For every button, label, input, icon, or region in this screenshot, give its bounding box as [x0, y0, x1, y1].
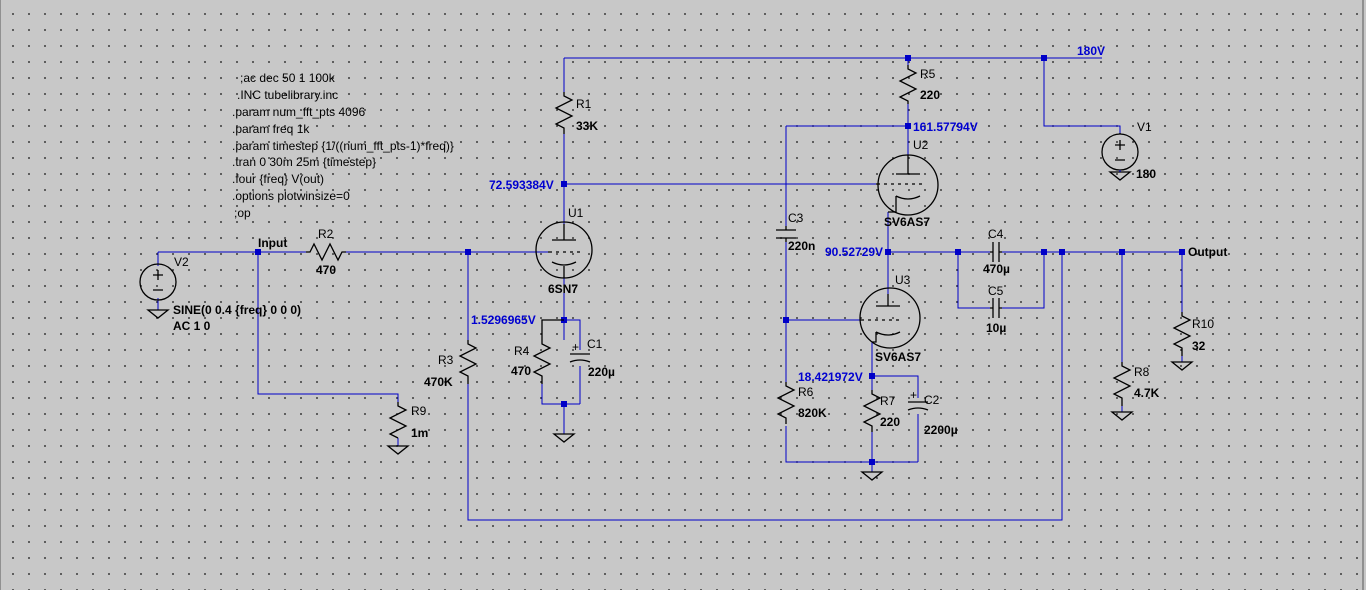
- directive-line: .INC tubelibrary.inc: [237, 88, 338, 102]
- component-value: 220n: [788, 239, 815, 253]
- resistor-r9[interactable]: [388, 402, 408, 439]
- wires: [157, 57, 1183, 521]
- component-value: 10µ: [986, 321, 1006, 335]
- component-name: C3: [788, 211, 804, 225]
- directive-line: .param timestep {1/((num_fft_pts-1)*freq…: [232, 139, 454, 153]
- resistor-r4[interactable]: [532, 319, 564, 384]
- spice-directives[interactable]: ;ac dec 50 1 100k .INC tubelibrary.inc .…: [232, 71, 454, 220]
- directive-line: .tran 0 30m 25m {timestep}: [232, 155, 376, 169]
- node-voltage-mid: 90.52729V: [825, 245, 883, 259]
- resistor-r10[interactable]: [1172, 312, 1192, 356]
- directive-line: .param freq 1k: [232, 122, 310, 136]
- tube-u2[interactable]: [876, 154, 939, 216]
- component-name: U1: [568, 206, 584, 220]
- component-name: R7: [880, 394, 896, 408]
- junctions: [255, 55, 1185, 465]
- voltage-source-v2[interactable]: [139, 263, 177, 301]
- component-value: 220µ: [588, 365, 615, 379]
- component-name: R5: [920, 67, 936, 81]
- component-name: R1: [576, 97, 592, 111]
- tube-u1[interactable]: [535, 221, 593, 279]
- capacitor-c1[interactable]: +: [569, 340, 591, 363]
- component-value: 470: [511, 364, 531, 378]
- component-name: R2: [318, 227, 334, 241]
- resistor-r1[interactable]: [554, 92, 574, 134]
- component-value: 820K: [798, 406, 827, 420]
- component-value: 33K: [576, 119, 598, 133]
- component-name: R6: [798, 385, 814, 399]
- resistor-r8[interactable]: [1112, 362, 1132, 406]
- resistor-r2[interactable]: [306, 242, 346, 262]
- capacitor-c2[interactable]: +: [907, 388, 929, 411]
- component-value: 220: [920, 88, 940, 102]
- component-value: AC 1 0: [173, 319, 211, 333]
- component-value: 4.7K: [1134, 386, 1160, 400]
- node-voltage-u3-cathode: 18.421972V: [798, 370, 863, 384]
- node-voltage-u1-cathode: 1.5296965V: [471, 313, 536, 327]
- resistor-r6[interactable]: [776, 382, 796, 424]
- component-value: 32: [1192, 339, 1206, 353]
- capacitor-c5[interactable]: [990, 298, 1002, 318]
- net-label-output: Output: [1188, 245, 1227, 259]
- component-value: 470: [316, 263, 336, 277]
- component-value: SV6AS7: [884, 215, 930, 229]
- directive-line: .four {freq} V(out): [232, 172, 324, 186]
- svg-text:+: +: [910, 388, 917, 402]
- component-value: 1m: [411, 426, 428, 440]
- component-name: U3: [895, 273, 911, 287]
- component-value: 470K: [424, 375, 453, 389]
- component-value: 2200µ: [924, 423, 958, 437]
- component-name: U2: [913, 138, 929, 152]
- component-name: V2: [174, 255, 189, 269]
- component-name: R9: [411, 404, 427, 418]
- net-label-supply: 180V: [1077, 44, 1105, 58]
- directive-line: .param num_fft_pts 4096: [232, 105, 366, 119]
- component-name: V1: [1137, 120, 1152, 134]
- net-label-input: Input: [258, 236, 287, 250]
- resistor-r3[interactable]: [458, 340, 478, 384]
- component-name: R8: [1134, 365, 1150, 379]
- directive-line: .options plotwinsize=0: [232, 189, 350, 203]
- component-value: 6SN7: [548, 282, 578, 296]
- component-name: C2: [924, 393, 940, 407]
- ground-symbols: [146, 171, 1194, 481]
- node-voltage-u2-plate: 161.57794V: [913, 120, 978, 134]
- component-value: SV6AS7: [875, 350, 921, 364]
- component-value: SINE(0 0.4 {freq} 0 0 0): [173, 303, 301, 317]
- component-name: R3: [438, 353, 454, 367]
- component-name: C1: [587, 337, 603, 351]
- node-voltage-u1-plate: 72.593384V: [489, 178, 554, 192]
- capacitor-c3[interactable]: [776, 226, 796, 242]
- component-name: C4: [988, 227, 1004, 241]
- directive-line: ;ac dec 50 1 100k: [240, 71, 336, 85]
- voltage-source-v1[interactable]: [1101, 133, 1139, 172]
- component-name: R10: [1192, 317, 1214, 331]
- component-value: 180: [1136, 167, 1156, 181]
- component-value: 220: [880, 415, 900, 429]
- resistor-r5[interactable]: [898, 65, 918, 104]
- capacitor-c4[interactable]: [990, 242, 1002, 262]
- tube-u3[interactable]: [859, 287, 921, 349]
- svg-text:+: +: [572, 340, 579, 354]
- directive-line: ;op: [234, 206, 251, 220]
- component-name: R4: [514, 344, 530, 358]
- component-value: 470µ: [983, 262, 1010, 276]
- resistor-r7[interactable]: [862, 390, 882, 432]
- component-name: C5: [988, 284, 1004, 298]
